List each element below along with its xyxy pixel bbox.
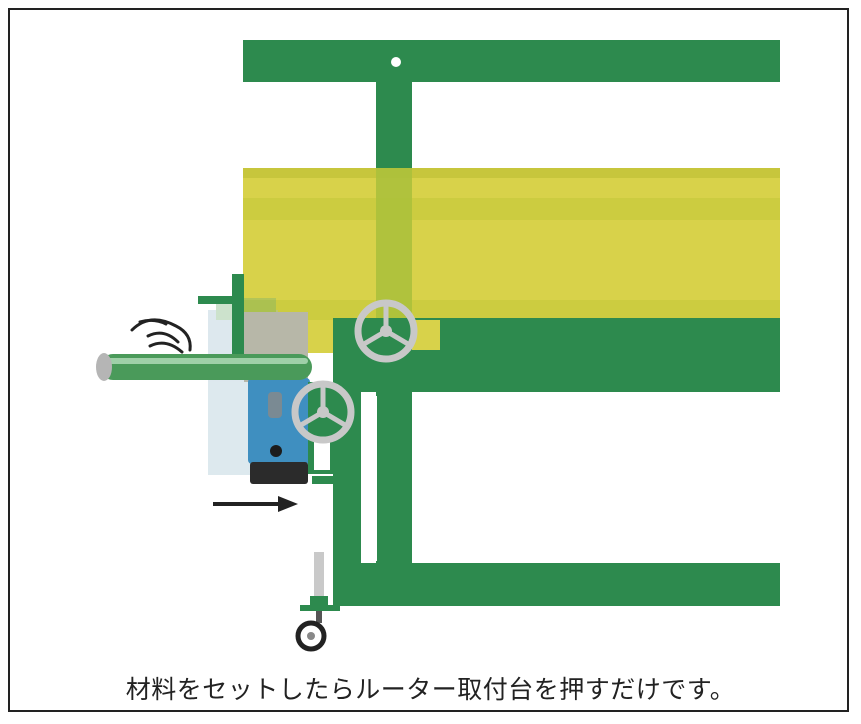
hand-icon [130,318,192,354]
push-arrow-icon [213,496,298,512]
push-handle [96,353,312,381]
handwheel-icon [291,380,355,444]
bottom-frame-bar [333,563,780,606]
top-frame-bar [243,40,780,82]
handwheel-icon [354,299,418,363]
upper-post [376,80,412,172]
caster-wheel-icon [295,552,340,652]
frame-bolt [391,57,401,67]
left-leg [333,390,361,565]
leg-slot [367,396,377,561]
middle-frame-bar [333,318,780,392]
diagram-caption: 材料をセットしたらルーター取付台を押すだけです。 [125,675,736,704]
lower-post [376,390,412,565]
